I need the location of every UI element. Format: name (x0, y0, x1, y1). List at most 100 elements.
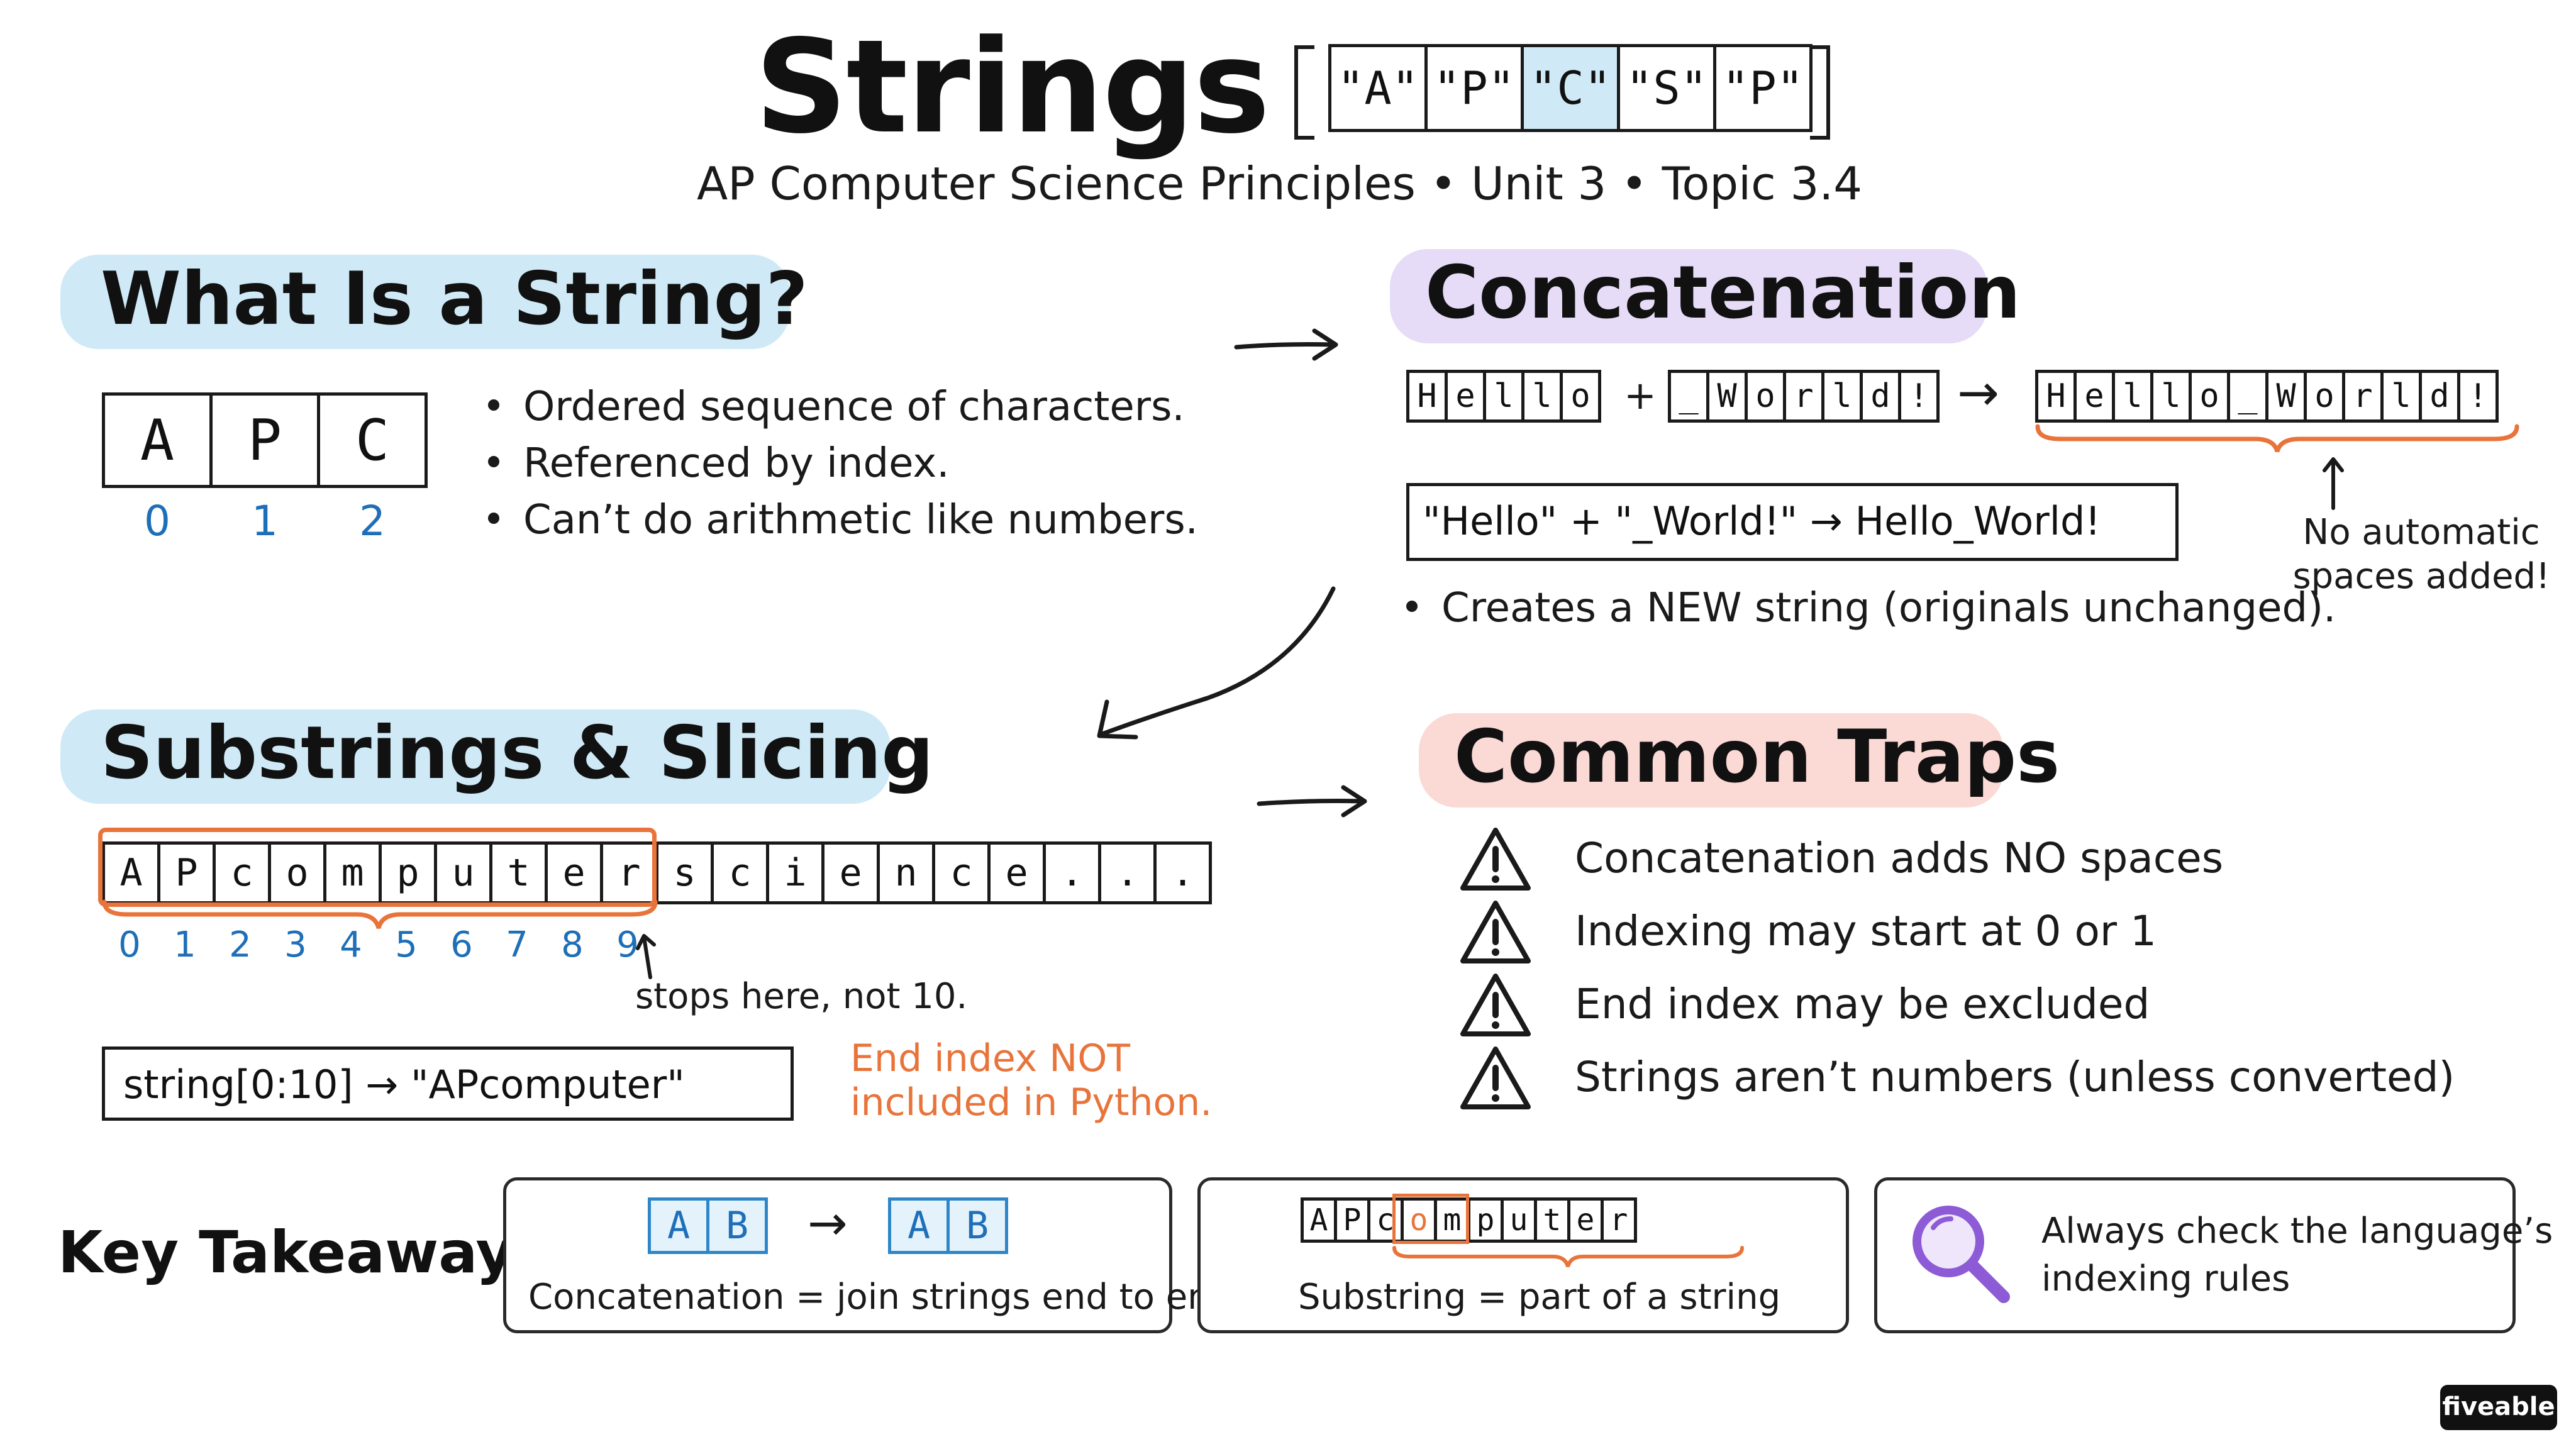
index-label: 8 (561, 924, 584, 965)
char-cell: u (434, 841, 492, 904)
char-cell: H (2035, 370, 2077, 423)
char-cell: "A" (1328, 44, 1428, 132)
index-label: 0 (118, 924, 141, 965)
warning-icon (1460, 901, 1531, 963)
python-warning: End index NOT included in Python. (850, 1036, 1213, 1124)
char-cell: B (947, 1197, 1008, 1254)
char-cell: "P" (1713, 44, 1813, 132)
title-array-open-bracket (1294, 45, 1314, 140)
char-cell: n (877, 841, 935, 904)
char-cell: . (1153, 841, 1212, 904)
char-cell: d (1860, 370, 1901, 423)
index-label: 1 (174, 924, 196, 965)
flow-arrow (1257, 785, 1367, 818)
index-label: 7 (506, 924, 528, 965)
char-cell-highlighted: "C" (1521, 44, 1620, 132)
note-arrow (2323, 457, 2344, 510)
char-cell: B (706, 1197, 768, 1254)
flow-arrow-curved (1097, 586, 1336, 740)
char-cell: o (1560, 370, 1601, 423)
char-cell: A (1301, 1197, 1337, 1243)
heading-highlight (1419, 713, 2004, 808)
warning-icon (1460, 1046, 1531, 1109)
char-cell: i (766, 841, 824, 904)
char-cell: o (1745, 370, 1786, 423)
takeaways-label: Key Takeaways: (58, 1219, 572, 1286)
char-cell: ! (1898, 370, 1940, 423)
char-cell: c (711, 841, 769, 904)
index-label: 0 (144, 497, 170, 545)
page-subtitle: AP Computer Science Principles • Unit 3 … (697, 157, 1863, 210)
index-label: 3 (284, 924, 307, 965)
concat-code: "Hello" + "_World!" → Hello_World! (1423, 498, 2101, 544)
char-cell: l (1483, 370, 1524, 423)
section-heading-what-is: What Is a String? (101, 257, 808, 341)
trap-item: Indexing may start at 0 or 1 (1575, 907, 2157, 955)
char-cell: e (1567, 1197, 1604, 1243)
trap-item: End index may be excluded (1575, 980, 2150, 1028)
char-cell: . (1098, 841, 1157, 904)
card1-arrow: → (808, 1195, 848, 1251)
char-cell: p (1467, 1197, 1504, 1243)
trap-item: Strings aren’t numbers (unless converted… (1575, 1053, 2455, 1101)
char-cell: r (2342, 370, 2384, 423)
char-cell: A (648, 1197, 709, 1254)
char-cell: W (2265, 370, 2307, 423)
brand-logo (2440, 1385, 2557, 1430)
result-brace (2035, 424, 2519, 453)
char-cell: "S" (1617, 44, 1716, 132)
char-cell: W (1706, 370, 1748, 423)
char-cell: P (209, 392, 320, 488)
brand-logo-text: fiveable (2442, 1392, 2555, 1421)
char-cell: l (2150, 370, 2192, 423)
index-label: 9 (616, 924, 639, 965)
heading-highlight (60, 255, 790, 349)
char-cell: l (1821, 370, 1863, 423)
bullet-item: Can’t do arithmetic like numbers. (488, 497, 1198, 543)
char-cell: u (1501, 1197, 1537, 1243)
bullet-item: Creates a NEW string (originals unchange… (1406, 585, 2336, 631)
section-heading-traps: Common Traps (1454, 714, 2060, 799)
slice-brace (102, 899, 658, 930)
char-cell: C (317, 392, 428, 488)
char-cell: "P" (1424, 44, 1524, 132)
char-cell: H (1406, 370, 1448, 423)
no-spaces-note: No automatic spaces added! (2292, 512, 2550, 597)
section-heading-substrings: Substrings & Slicing (101, 711, 934, 796)
char-cell: _ (2227, 370, 2268, 423)
page-title: Strings (755, 13, 1270, 162)
char-cell: e (2074, 370, 2115, 423)
stop-note: stops here, not 10. (635, 976, 968, 1017)
trap-item: Concatenation adds NO spaces (1575, 834, 2224, 882)
char-cell: d (2419, 370, 2460, 423)
char-cell: _ (1668, 370, 1709, 423)
index-label: 5 (395, 924, 418, 965)
char-cell: r (1783, 370, 1824, 423)
card2-caption: Substring = part of a string (1298, 1277, 1781, 1318)
char-cell: P (1334, 1197, 1370, 1243)
flow-arrow (1234, 328, 1338, 361)
card2-selection-box (1392, 1194, 1469, 1244)
char-cell: o (2189, 370, 2230, 423)
magnifier-icon (1913, 1206, 2010, 1303)
concat-code-box (1406, 483, 2179, 561)
slice-selection-box (98, 828, 657, 907)
char-cell: l (1521, 370, 1563, 423)
index-label: 6 (450, 924, 473, 965)
char-cell: o (1401, 1197, 1437, 1243)
char-cell: l (2380, 370, 2422, 423)
bullet-item: Referenced by index. (488, 440, 950, 487)
plus-sign: + (1624, 372, 1657, 418)
slice-code: string[0:10] → "APcomputer" (123, 1062, 685, 1108)
index-label: 2 (359, 497, 386, 545)
char-cell: c (932, 841, 991, 904)
heading-highlight (1390, 249, 1987, 343)
char-cell: o (2304, 370, 2345, 423)
